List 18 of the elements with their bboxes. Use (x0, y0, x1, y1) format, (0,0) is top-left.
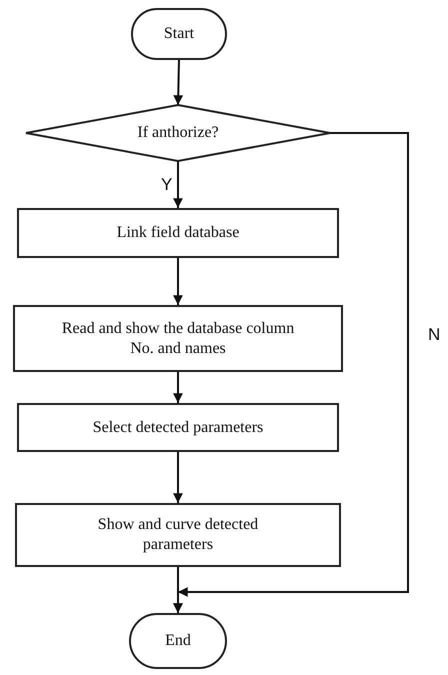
node-text: Link field database (116, 223, 240, 243)
process-box (13, 305, 343, 372)
node-text: If anthorize? (137, 123, 219, 143)
process-box (17, 403, 339, 452)
arrow (173, 161, 183, 208)
node-text: Read and show the database column No. and names (60, 318, 296, 358)
process-box (17, 208, 339, 258)
terminator-box (131, 8, 227, 60)
arrow (173, 132, 409, 614)
arrow (173, 372, 183, 404)
node-text: Show and curve detected parameters (96, 515, 260, 555)
process-box (15, 503, 341, 567)
node-text: Start (164, 24, 194, 44)
node-text: Select detected parameters (92, 418, 264, 438)
arrow (173, 258, 183, 306)
arrow (173, 60, 184, 106)
node-text: End (165, 631, 191, 651)
arrow (173, 452, 183, 504)
